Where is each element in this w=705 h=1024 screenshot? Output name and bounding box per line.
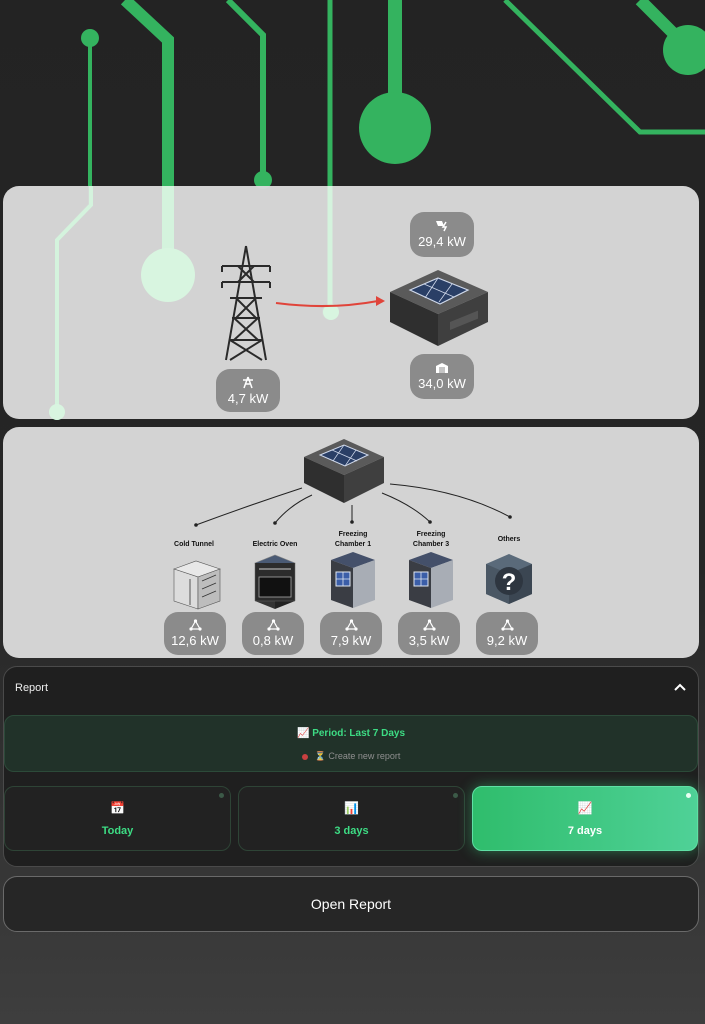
question-box-icon: ? [486, 554, 532, 604]
range-7days-button[interactable]: 📈 7 days [472, 786, 698, 851]
consumer-label-others: Others [497, 536, 521, 543]
consumer-value: 3,5 kW [408, 633, 450, 648]
bar-chart-icon: 📊 [344, 801, 359, 815]
power-tower-icon [243, 376, 253, 388]
device-node-icon [344, 619, 358, 631]
report-panel: Report 📈 Period: Last 7 Days ⏳ Create ne… [3, 666, 699, 867]
indicator-dot [686, 793, 691, 798]
range-today-button[interactable]: 📅 Today [4, 786, 231, 851]
consumer-label-freezing-chamber-3: Freezing Chamber 3 [412, 531, 450, 548]
device-node-icon [266, 619, 280, 631]
consumer-label-electric-oven: Electric Oven [252, 541, 298, 548]
range-label: 3 days [334, 825, 369, 837]
consumer-pill-cold-tunnel: 12,6 kW [164, 612, 226, 655]
trend-chart-icon: 📈 [577, 801, 593, 815]
power-tower-image [221, 245, 271, 361]
consumer-pill-freezing-chamber-1: 7,9 kW [320, 612, 382, 655]
freezing-chamber-3-image [409, 552, 453, 608]
calendar-icon: 📅 [110, 801, 125, 815]
consumers-source-building-image [304, 439, 384, 503]
create-report-label: ⏳ Create new report [314, 751, 401, 761]
svg-text:?: ? [502, 569, 517, 596]
electric-oven-image [254, 554, 296, 609]
indicator-dot [453, 793, 458, 798]
device-node-icon [188, 619, 202, 631]
consumer-label-cold-tunnel: Cold Tunnel [174, 541, 214, 548]
consumer-pill-electric-oven: 0,8 kW [242, 612, 304, 655]
create-report-row[interactable]: ⏳ Create new report [5, 751, 697, 762]
consumer-value: 0,8 kW [252, 633, 294, 648]
period-label: 📈 Period: Last 7 Days [296, 728, 406, 739]
consumer-value: 9,2 kW [486, 633, 528, 648]
building-battery-image [390, 270, 488, 346]
consumer-pill-others: 9,2 kW [476, 612, 538, 655]
grid-power-pill: 4,7 kW [216, 369, 280, 412]
device-node-icon [500, 619, 514, 631]
factory-icon [436, 363, 448, 373]
range-label: 7 days [567, 825, 603, 837]
range-3days-button[interactable]: 📊 3 days [238, 786, 465, 851]
building-value: 34,0 kW [418, 376, 466, 391]
consumer-label-freezing-chamber-1: Freezing Chamber 1 [334, 531, 372, 548]
chevron-up-icon[interactable] [672, 679, 688, 695]
consumer-value: 12,6 kW [171, 633, 219, 648]
consumer-pill-freezing-chamber-3: 3,5 kW [398, 612, 460, 655]
consumer-value: 7,9 kW [330, 633, 372, 648]
cold-tunnel-image [173, 560, 221, 610]
solar-value: 29,4 kW [418, 234, 466, 249]
grid-value: 4,7 kW [227, 390, 269, 406]
solar-power-icon [436, 221, 448, 232]
period-box: 📈 Period: Last 7 Days ⏳ Create new repor… [4, 715, 698, 772]
open-report-button[interactable]: Open Report [3, 876, 699, 932]
energy-flow-card [3, 186, 699, 419]
freezing-chamber-1-image [331, 552, 375, 608]
solar-power-pill: 29,4 kW [410, 212, 474, 257]
device-node-icon [422, 619, 436, 631]
range-label: Today [101, 825, 134, 837]
indicator-dot [219, 793, 224, 798]
report-title: Report [15, 682, 49, 694]
status-dot-icon [301, 753, 308, 760]
building-power-pill: 34,0 kW [410, 354, 474, 399]
